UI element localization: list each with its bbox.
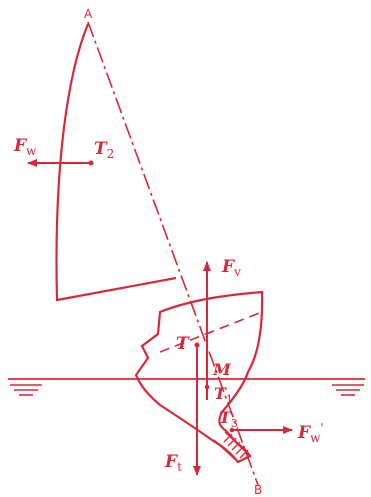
point-a-label: A: [84, 7, 93, 21]
sail-outline: [55, 23, 177, 302]
t2-point: [88, 160, 94, 166]
vertical-force-fv-label: Fv: [221, 257, 241, 279]
water-symbol-right: [332, 384, 364, 396]
boom-dashed-line: [159, 311, 263, 353]
t-label: T: [176, 334, 190, 354]
mast-axis-line: [87, 21, 259, 486]
gravity-force-ft-label: Ft: [164, 452, 182, 474]
sail-wind-force-label: Fw: [13, 136, 37, 158]
t1-label: T1: [214, 384, 233, 406]
hull-outline: [134, 290, 264, 464]
point-b-label: B: [254, 483, 262, 497]
t2-label: T2: [94, 139, 114, 161]
keel-hatching: [213, 431, 252, 463]
t1-point: [204, 384, 210, 390]
t3-label: T3: [219, 408, 238, 430]
water-symbol-left: [10, 384, 42, 396]
t-point: [194, 342, 200, 348]
m-label: M: [212, 360, 232, 379]
t3-point: [229, 427, 235, 433]
keel-lateral-force-label: Fw': [297, 421, 324, 445]
